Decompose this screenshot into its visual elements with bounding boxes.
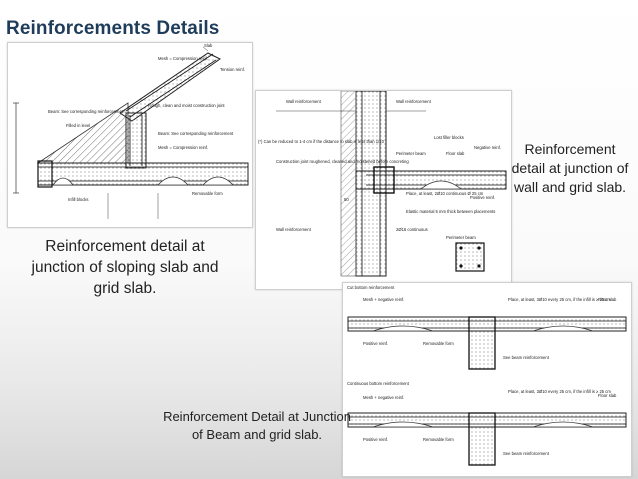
label-removable: Removable form — [423, 341, 454, 346]
upper-beam — [468, 316, 496, 370]
label-perimeter-2: Perimeter beam — [446, 235, 476, 240]
wall-slab-svg: Wall reinforcement Wall reinforcement (*… — [258, 91, 507, 277]
sloping-slab — [119, 52, 221, 122]
label-cut-bottom: Cut bottom reinforcement — [347, 285, 395, 290]
label-filled: Filled in level — [66, 123, 90, 128]
label-rough: Rough, clean and moist construction join… — [148, 103, 225, 108]
wall-slab-drawing: Wall reinforcement Wall reinforcement (*… — [255, 90, 512, 290]
label-perimeter: Perimeter beam — [396, 151, 426, 156]
label-beam-2: Beam: See corresponding reinforcement — [158, 131, 234, 136]
label-construction: Construction joint roughened, cleaned an… — [276, 159, 409, 164]
label-mesh: Mesh = Compression reinf. — [158, 56, 208, 61]
beam-slab-svg: Cut bottom reinforcement Mesh + negative… — [347, 285, 627, 466]
lower-beam — [468, 412, 496, 466]
label-mesh-2: Mesh = Compression reinf. — [158, 145, 208, 150]
label-lost-filler: Lost filler blocks — [434, 135, 464, 140]
label-removable-2: Removable form — [423, 437, 454, 442]
label-floor-slab-2: Floor slab — [598, 393, 617, 398]
beam-slab-drawing: Cut bottom reinforcement Mesh + negative… — [342, 282, 632, 477]
sloping-slab-svg: Slab Mesh = Compression reinf. Tension r… — [13, 43, 249, 219]
label-see-beam-2: See beam reinforcement — [503, 451, 550, 456]
caption-wall-slab: Reinforcement detail at junction of wall… — [511, 141, 629, 195]
support-beam — [125, 112, 147, 169]
label-continuous: 2Ø16 continuous — [396, 227, 428, 232]
label-positive-2: Positive reinf. — [363, 437, 388, 442]
label-wall-reinf-tl: Wall reinforcement — [286, 99, 322, 104]
label-place: Place, at least, 3Ø10 every 25 cm, if th… — [508, 297, 611, 302]
label-positive: Positive reinf. — [363, 341, 388, 346]
label-beam: Beam: See corresponding reinforcement — [48, 109, 124, 114]
label-place-2: Place, at least, 3Ø10 every 25 cm, if th… — [508, 389, 611, 394]
label-floor-slab: Floor slab — [446, 151, 465, 156]
label-mesh-2: Mesh + negative reinf. — [363, 395, 404, 400]
slide-title: Reinforcements Details — [6, 18, 220, 39]
label-elastic: Elastic material 5 mm thick between plac… — [406, 209, 495, 214]
label-negative: Negative reinf. — [474, 145, 501, 150]
label-wall-reinf-tr: Wall reinforcement — [396, 99, 432, 104]
label-floor-slab: Floor slab — [598, 297, 617, 302]
caption-beam-slab: Reinforcement Detail at Junction of Beam… — [163, 409, 351, 442]
label-place: Place, at least, 2Ø10 continuous Ø 25 cm — [406, 191, 484, 196]
label-see-beam: See beam reinforcement — [503, 355, 550, 360]
label-wall-reinf-b: Wall reinforcement — [276, 227, 312, 232]
label-continuous: Continuous bottom reinforcement — [347, 381, 410, 386]
label-mesh: Mesh + negative reinf. — [363, 297, 404, 302]
caption-sloping-slab: Reinforcement detail at junction of slop… — [31, 238, 219, 297]
label-infill: Infill blocks — [68, 197, 88, 202]
label-cut-note: (*) Can be reduced to 1-4 cm if the dist… — [258, 139, 385, 144]
label-dim: 50 — [344, 197, 349, 202]
label-tension: Tension reinf. — [220, 67, 245, 72]
label-positive: Positive reinf. — [470, 195, 495, 200]
label-removable: Removable form — [192, 191, 223, 196]
label-slab: Slab — [204, 43, 213, 48]
sloping-slab-drawing: Slab Mesh = Compression reinf. Tension r… — [7, 42, 253, 228]
